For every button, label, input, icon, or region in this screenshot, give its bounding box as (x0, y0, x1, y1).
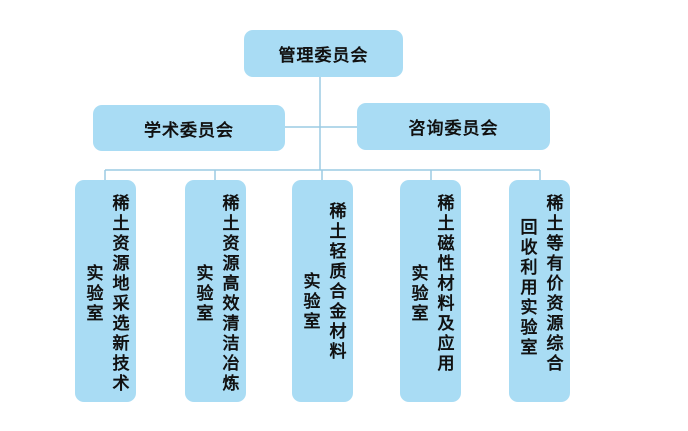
advisory-committee-box: 咨询委员会 (357, 103, 550, 150)
lab-1-name: 稀土资源地采选新技术 (108, 194, 129, 394)
lab-4-name: 稀土磁性材料及应用 (433, 194, 454, 374)
academic-committee-box: 学术委员会 (93, 105, 285, 151)
lab-box-5: 稀土等有价资源综合 回收利用实验室 (509, 180, 570, 402)
lab-box-1: 稀土资源地采选新技术 实验室 (75, 180, 136, 402)
lab-3-name: 稀土轻质合金材料 (325, 202, 346, 362)
lab-3-suffix: 实验室 (299, 272, 320, 332)
advisory-committee-label: 咨询委员会 (408, 119, 499, 139)
lab-4-suffix: 实验室 (407, 264, 428, 324)
lab-5-suffix: 回收利用实验室 (516, 218, 537, 358)
lab-2-name: 稀土资源高效清洁冶炼 (218, 194, 239, 394)
lab-2-suffix: 实验室 (192, 264, 213, 324)
lab-box-4: 稀土磁性材料及应用 实验室 (400, 180, 461, 402)
management-committee-label: 管理委员会 (278, 46, 369, 66)
lab-box-3: 稀土轻质合金材料 实验室 (292, 180, 353, 402)
lab-box-2: 稀土资源高效清洁冶炼 实验室 (185, 180, 246, 402)
management-committee-box: 管理委员会 (244, 30, 403, 77)
lab-5-name: 稀土等有价资源综合 (542, 194, 563, 374)
academic-committee-label: 学术委员会 (144, 120, 234, 141)
lab-1-suffix: 实验室 (82, 264, 103, 324)
